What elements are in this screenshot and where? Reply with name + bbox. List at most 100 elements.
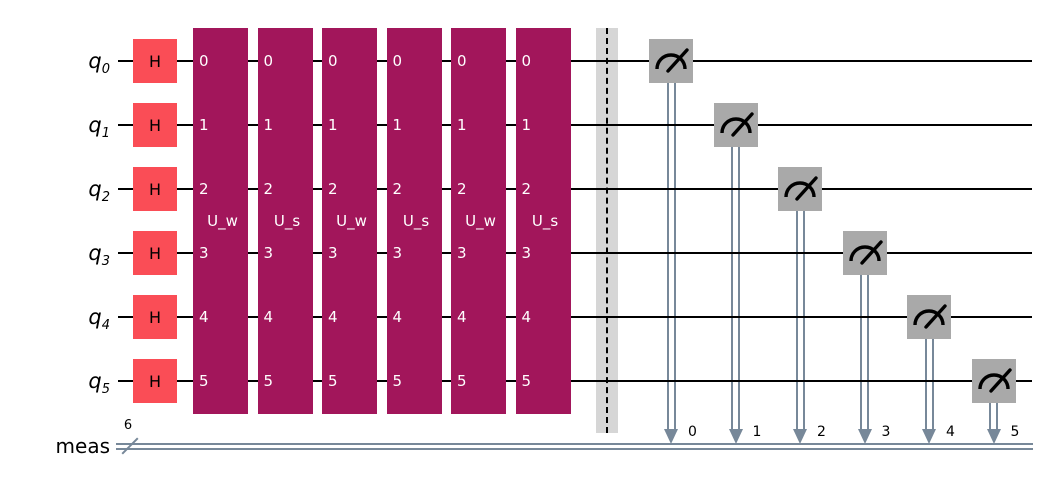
unitary-gate-qubit-index: 2 — [199, 180, 209, 198]
quantum-wire-q3 — [118, 252, 1032, 254]
unitary-gate-qubit-index: 4 — [199, 308, 209, 326]
unitary-gate-qubit-index: 1 — [263, 116, 274, 134]
qubit-label-q4: q4 — [88, 305, 110, 333]
unitary-gate-u_w-0: 0 1 2 3 4 5 U_w — [193, 28, 248, 414]
classical-register-label: meas — [55, 434, 110, 458]
quantum-wire-q2 — [118, 188, 1032, 190]
unitary-gate-qubit-index: 4 — [521, 308, 532, 326]
clbit-number-2: 2 — [817, 424, 826, 440]
classical-wire-bottom-line — [116, 448, 1033, 450]
qubit-label-q1: q1 — [88, 113, 110, 141]
unitary-gate-qubit-index: 0 — [328, 52, 338, 70]
unitary-gate-u_s-3: 0 1 2 3 4 5 U_s — [386, 28, 442, 414]
meter-icon — [913, 304, 947, 329]
unitary-gate-qubit-index: 1 — [199, 116, 209, 134]
unitary-gate-u_s-5: 0 1 2 3 4 5 U_s — [515, 28, 571, 414]
unitary-gate-label: U_s — [402, 212, 430, 230]
meter-icon — [848, 240, 883, 265]
unitary-gate-qubit-index: 5 — [263, 372, 274, 390]
unitary-gate-qubit-index: 5 — [521, 372, 532, 390]
measure-classical-line-4 — [924, 339, 934, 429]
measure-gate-q0 — [649, 39, 693, 83]
clbit-number-5: 5 — [1010, 424, 1020, 440]
unitary-gate-qubit-index: 5 — [328, 372, 338, 390]
unitary-gate-qubit-index: 3 — [263, 244, 274, 262]
unitary-gate-qubit-index: 2 — [457, 180, 467, 198]
unitary-gate-qubit-index: 2 — [521, 180, 532, 198]
measure-classical-line-0 — [666, 83, 676, 429]
qubit-label-q2: q2 — [88, 177, 110, 205]
unitary-gate-qubit-index: 0 — [521, 52, 532, 70]
unitary-gate-label: U_s — [531, 212, 559, 230]
unitary-gate-u_s-1: 0 1 2 3 4 5 U_s — [257, 28, 313, 414]
unitary-gate-qubit-index: 3 — [521, 244, 532, 262]
unitary-gate-u_w-2: 0 1 2 3 4 5 U_w — [322, 28, 377, 414]
unitary-gate-qubit-index: 4 — [328, 308, 338, 326]
hadamard-gate-q1: H — [133, 103, 177, 147]
measure-arrowhead-1 — [728, 429, 743, 444]
measure-classical-line-1 — [731, 147, 740, 429]
hadamard-gate-q2: H — [133, 167, 177, 211]
unitary-gate-qubit-index: 4 — [263, 308, 274, 326]
unitary-gate-qubit-index: 1 — [457, 116, 467, 134]
unitary-gate-qubit-index: 1 — [328, 116, 338, 134]
clbit-number-1: 1 — [752, 424, 762, 440]
measure-classical-line-3 — [860, 275, 869, 429]
unitary-gate-qubit-index: 0 — [392, 52, 403, 70]
qubit-label-q5: q5 — [88, 369, 110, 397]
hadamard-gate-q5: H — [133, 359, 177, 403]
unitary-gate-qubit-index: 5 — [199, 372, 209, 390]
quantum-wire-q0 — [118, 60, 1032, 62]
unitary-gate-qubit-index: 2 — [328, 180, 338, 198]
measure-gate-q2 — [778, 167, 822, 211]
unitary-gate-qubit-index: 5 — [392, 372, 403, 390]
unitary-gate-qubit-index: 1 — [521, 116, 532, 134]
hadamard-gate-q4: H — [133, 295, 177, 339]
measure-classical-line-2 — [795, 211, 805, 429]
measure-arrowhead-4 — [922, 429, 936, 444]
unitary-gate-qubit-index: 0 — [457, 52, 467, 70]
hadamard-gate-q3: H — [133, 231, 177, 275]
meter-icon — [655, 48, 689, 73]
unitary-gate-qubit-index: 0 — [199, 52, 209, 70]
measure-gate-q3 — [842, 231, 887, 275]
classical-register-size: 6 — [123, 418, 133, 433]
unitary-gate-qubit-index: 3 — [392, 244, 403, 262]
meter-icon — [784, 176, 818, 201]
measure-gate-q1 — [713, 103, 758, 147]
quantum-wire-q4 — [118, 316, 1032, 318]
unitary-gate-label: U_s — [273, 212, 301, 230]
classical-wire-top-line — [116, 443, 1033, 445]
measure-classical-line-5 — [989, 403, 998, 429]
quantum-wire-q1 — [118, 124, 1032, 126]
unitary-gate-qubit-index: 0 — [263, 52, 274, 70]
measure-gate-q4 — [907, 295, 951, 339]
clbit-number-0: 0 — [688, 424, 697, 440]
unitary-gate-qubit-index: 1 — [392, 116, 403, 134]
unitary-gate-qubit-index: 4 — [392, 308, 403, 326]
unitary-gate-qubit-index: 2 — [392, 180, 403, 198]
unitary-gate-qubit-index: 2 — [263, 180, 274, 198]
classical-register-slash — [121, 437, 139, 455]
hadamard-gate-q0: H — [133, 39, 177, 83]
unitary-gate-qubit-index: 4 — [457, 308, 467, 326]
measure-arrowhead-0 — [664, 429, 678, 444]
meter-icon — [719, 112, 754, 137]
unitary-gate-qubit-index: 3 — [199, 244, 209, 262]
meter-icon — [977, 368, 1012, 393]
qubit-label-q3: q3 — [88, 241, 110, 269]
measure-arrowhead-5 — [986, 429, 1001, 444]
unitary-gate-label: U_w — [207, 212, 238, 230]
unitary-gate-label: U_w — [465, 212, 496, 230]
clbit-number-3: 3 — [881, 424, 891, 440]
clbit-number-4: 4 — [946, 424, 955, 440]
qubit-label-q0: q0 — [88, 49, 110, 77]
measure-arrowhead-2 — [793, 429, 807, 444]
quantum-wire-q5 — [118, 380, 1032, 382]
measure-arrowhead-3 — [857, 429, 872, 444]
unitary-gate-label: U_w — [336, 212, 367, 230]
barrier-dashed-line — [606, 28, 608, 433]
unitary-gate-qubit-index: 3 — [328, 244, 338, 262]
